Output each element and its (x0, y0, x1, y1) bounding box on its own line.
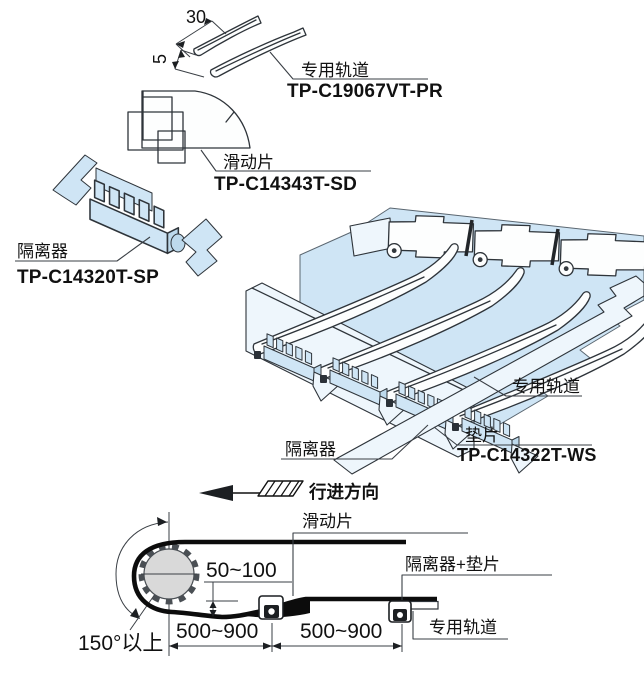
schematic-slide-label: 滑动片 (302, 512, 353, 531)
rail-bar-end (409, 600, 439, 610)
dimension-spans: 500~900 500~900 (169, 620, 403, 652)
schematic-rail-leader (412, 611, 508, 640)
dim-span-left-label: 500~900 (176, 620, 258, 643)
dim-30-label: 30 (186, 7, 206, 27)
assembly-rail-label: 专用轨道 (512, 377, 580, 396)
dim-drop-label: 50~100 (206, 559, 277, 582)
detail-rail-drawing: 30 5 专用轨道 TP-C19067VT-PR (150, 7, 443, 102)
direction-arrow-icon (199, 485, 233, 501)
schematic-rail-label: 专用轨道 (429, 618, 497, 637)
assembly-washer-label: 垫片 (465, 426, 499, 445)
assembly-isometric-view: 专用轨道 垫片 TP-C14322T-WS 隔离器 (245, 207, 644, 475)
torn-rail (333, 275, 644, 475)
separator-left-wing (52, 154, 98, 206)
slide-part-number: TP-C14343T-SD (214, 174, 357, 195)
assembly-separator-label: 隔离器 (285, 440, 336, 459)
travel-direction: 行进方向 (199, 480, 379, 502)
assembly-separator-leader (281, 424, 429, 460)
hinge-pin (550, 228, 560, 266)
dimension-rail-height: 5 (150, 49, 205, 78)
rail-label: 专用轨道 (301, 61, 369, 80)
detail-slide-drawing: 滑动片 TP-C14343T-SD (127, 90, 371, 195)
sprocket (138, 543, 200, 605)
slide-label: 滑动片 (223, 153, 274, 172)
schematic-separator-washer-leader (401, 574, 552, 600)
separator-label: 隔离器 (17, 242, 68, 261)
separator-leader-line (15, 236, 151, 262)
chain-row (349, 210, 644, 285)
separator-hole (170, 233, 186, 253)
rail-part-number: TP-C19067VT-PR (287, 81, 443, 102)
separator-clamp-1 (258, 595, 284, 620)
rail-leader-line (269, 51, 428, 80)
dimension-rail-width: 30 (175, 7, 227, 58)
dimension-drop: 50~100 (204, 559, 292, 617)
installation-schematic: 150°以上 50~100 (78, 512, 552, 656)
wrap-angle-label: 150°以上 (78, 632, 163, 655)
travel-direction-label: 行进方向 (308, 482, 379, 502)
dim-5-label: 5 (150, 54, 170, 64)
separator-clamp-2 (388, 600, 412, 623)
schematic-slide-leader (292, 532, 468, 596)
schematic-separator-washer-label: 隔离器+垫片 (405, 555, 500, 574)
hinge-pin (464, 219, 474, 257)
detail-separator-drawing: 隔离器 TP-C14320T-SP (15, 154, 223, 288)
assembly-washer-leader (433, 426, 592, 446)
assembly-rail-leader (473, 376, 582, 397)
dim-span-right-label: 500~900 (300, 620, 382, 643)
separator-right-wing (181, 218, 223, 277)
separator-part-number: TP-C14320T-SP (17, 267, 159, 288)
hatched-tail (257, 480, 304, 497)
assembly-washer-part-number: TP-C14322T-WS (457, 445, 597, 465)
slide-profile (141, 90, 251, 149)
slide-leader-line (200, 149, 371, 172)
